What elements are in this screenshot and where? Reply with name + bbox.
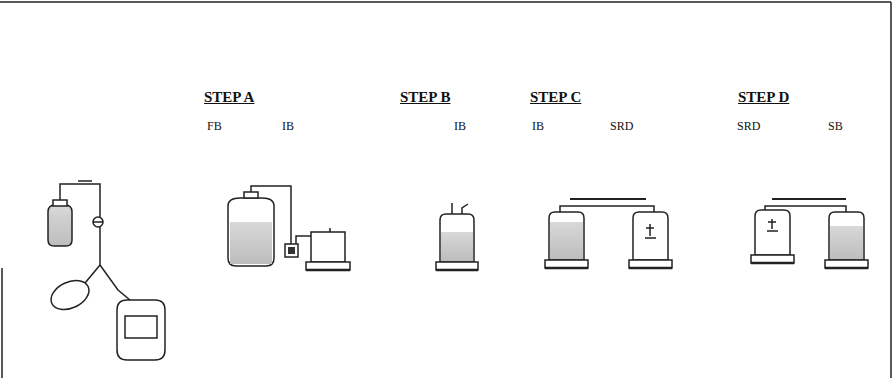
bag-label: SRD [737, 120, 760, 132]
scale [306, 269, 350, 272]
bag-label: IB [532, 120, 544, 132]
tube [85, 265, 100, 283]
step-d-set [751, 199, 868, 268]
bag-content [550, 222, 583, 259]
step-heading: STEP B [400, 90, 450, 105]
bag [755, 210, 790, 255]
bag-label: SB [828, 120, 843, 132]
filter [285, 244, 298, 257]
bag-label: IB [282, 120, 294, 132]
scale [751, 262, 794, 265]
step-c-set [545, 199, 672, 268]
filter [288, 247, 295, 254]
bag-label: FB [207, 120, 222, 132]
step-heading: STEP C [530, 90, 581, 105]
scale [629, 267, 672, 270]
bag-label: SRD [610, 120, 633, 132]
bag [48, 205, 72, 246]
scale [306, 262, 350, 270]
bag-set [46, 181, 165, 360]
frame-line [0, 1, 891, 3]
step-heading: STEP D [738, 90, 789, 105]
tube [100, 265, 130, 300]
bag-label: IB [454, 120, 466, 132]
scale [751, 255, 794, 263]
bag-content [830, 226, 863, 259]
clamp [78, 180, 92, 182]
bag-content [441, 232, 473, 261]
bag [440, 214, 474, 262]
scale [436, 269, 478, 272]
tube [251, 186, 291, 244]
bag-label-window [125, 316, 157, 338]
step-heading: STEP A [204, 90, 254, 105]
scale [629, 260, 672, 268]
step-b-set [436, 203, 478, 270]
scale [545, 267, 588, 270]
bag [117, 300, 165, 360]
scale [436, 262, 478, 270]
tube [452, 203, 468, 214]
valve [93, 221, 103, 223]
device-mark [645, 224, 656, 238]
scale [545, 260, 588, 268]
step-a-set [228, 186, 350, 270]
device-mark [767, 219, 778, 231]
bag-port [53, 200, 67, 206]
bag [46, 275, 93, 315]
bag [633, 212, 668, 260]
bag-content [230, 222, 272, 264]
frame-line [890, 2, 892, 378]
scale [825, 267, 868, 270]
bag [311, 232, 345, 262]
clamp-bar [772, 198, 846, 200]
bag [829, 212, 864, 260]
bag [228, 198, 274, 266]
frame-line [1, 268, 3, 378]
bag-port [244, 192, 258, 198]
bag [549, 212, 584, 260]
scale [825, 260, 868, 268]
clamp-bar [570, 198, 646, 200]
tube [560, 206, 654, 212]
valve [93, 217, 103, 227]
